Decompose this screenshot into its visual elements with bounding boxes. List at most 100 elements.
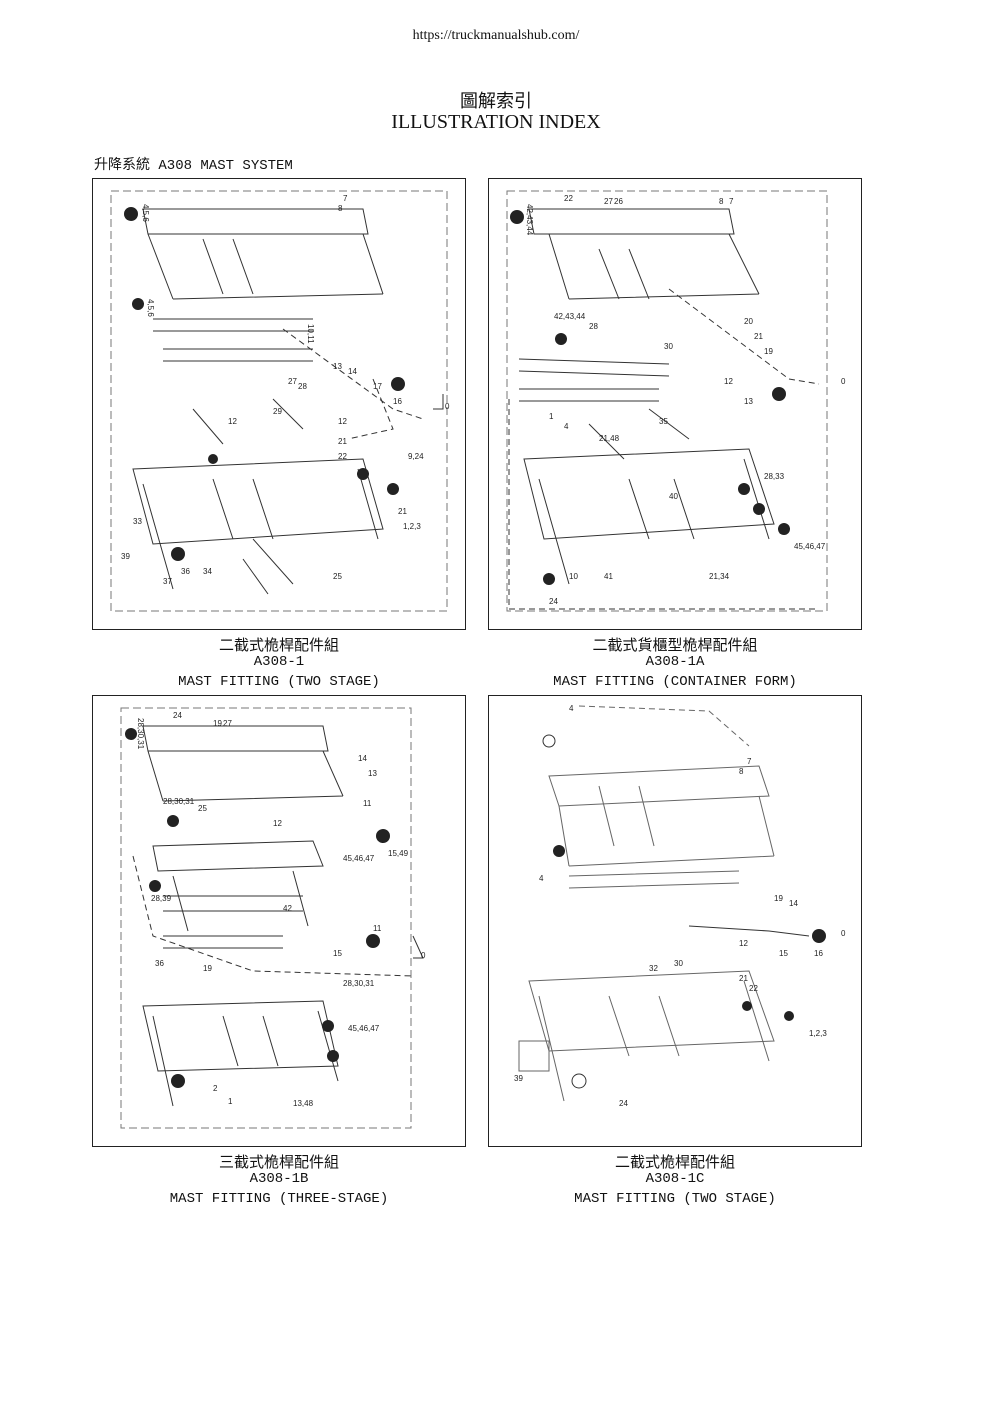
caption-chinese: 二截式桅桿配件組 [218,636,339,654]
svg-text:1,2,3: 1,2,3 [403,522,421,531]
svg-text:9,24: 9,24 [408,452,424,461]
svg-text:14: 14 [789,899,798,908]
caption-chinese: 三截式桅桿配件組 [218,1153,339,1171]
svg-text:26: 26 [614,197,623,206]
svg-text:4: 4 [539,874,544,883]
svg-text:28,39: 28,39 [151,894,172,903]
svg-text:0: 0 [421,951,426,960]
svg-text:22: 22 [564,194,573,203]
caption-chinese: 二截式桅桿配件組 [614,1153,735,1171]
caption-part-code: A308-1B [249,1171,309,1187]
svg-text:7: 7 [343,194,348,203]
svg-text:0: 0 [841,929,846,938]
svg-text:16: 16 [393,397,402,406]
svg-text:33: 33 [133,517,142,526]
svg-text:24: 24 [619,1099,628,1108]
caption-english: MAST FITTING (TWO STAGE) [574,1191,776,1207]
svg-text:12: 12 [724,377,733,386]
svg-text:45,46,47: 45,46,47 [794,542,826,551]
svg-text:45,46,47: 45,46,47 [348,1024,380,1033]
svg-text:19: 19 [764,347,773,356]
figure-caption-a308-1: 二截式桅桿配件組 A308-1 MAST FITTING (TWO STAGE) [92,634,466,694]
svg-text:21: 21 [338,437,347,446]
page-title-english: ILLUSTRATION INDEX [391,111,601,133]
svg-text:36: 36 [181,567,190,576]
svg-text:27: 27 [604,197,613,206]
svg-text:13: 13 [333,362,342,371]
svg-text:32: 32 [649,964,658,973]
svg-text:21: 21 [398,507,407,516]
svg-text:11: 11 [363,799,372,808]
svg-text:22: 22 [338,452,347,461]
svg-text:19: 19 [203,964,212,973]
svg-text:10: 10 [569,572,578,581]
svg-text:21,48: 21,48 [599,434,620,443]
svg-text:13: 13 [368,769,377,778]
svg-text:27: 27 [288,377,297,386]
svg-text:4,5,6: 4,5,6 [141,204,150,222]
svg-text:12: 12 [273,819,282,828]
svg-text:15: 15 [333,949,342,958]
svg-text:28,33: 28,33 [764,472,785,481]
page-title-chinese: 圖解索引 [460,91,532,112]
svg-text:4: 4 [569,704,574,713]
svg-text:8: 8 [338,204,343,213]
svg-text:0: 0 [841,377,846,386]
svg-text:8: 8 [719,197,724,206]
svg-text:19: 19 [213,719,222,728]
svg-text:21,34: 21,34 [709,572,730,581]
svg-text:42,43,44: 42,43,44 [525,204,534,236]
svg-text:28: 28 [589,322,598,331]
svg-text:1: 1 [549,412,554,421]
svg-text:20: 20 [744,317,753,326]
svg-text:4,5,6: 4,5,6 [146,299,155,317]
svg-text:10,11: 10,11 [306,324,315,344]
svg-text:40: 40 [669,492,678,501]
figure-caption-a308-1b: 三截式桅桿配件組 A308-1B MAST FITTING (THREE-STA… [92,1151,466,1211]
svg-text:13: 13 [744,397,753,406]
svg-text:16: 16 [814,949,823,958]
svg-text:22: 22 [749,984,758,993]
section-heading: 升降系統 A308 MAST SYSTEM [94,158,293,174]
svg-text:11: 11 [373,924,382,933]
svg-text:12: 12 [338,417,347,426]
svg-text:17: 17 [373,382,382,391]
caption-english: MAST FITTING (CONTAINER FORM) [553,674,797,690]
svg-text:24: 24 [173,711,182,720]
svg-text:21: 21 [754,332,763,341]
svg-text:41: 41 [604,572,613,581]
svg-text:2: 2 [213,1084,218,1093]
caption-chinese: 二截式貨櫃型桅桿配件組 [592,636,758,654]
svg-text:1: 1 [228,1097,233,1106]
svg-text:12: 12 [228,417,237,426]
svg-text:45,46,47: 45,46,47 [343,854,375,863]
svg-text:42,43,44: 42,43,44 [554,312,586,321]
figure-caption-a308-1a: 二截式貨櫃型桅桿配件組 A308-1A MAST FITTING (CONTAI… [488,634,862,694]
svg-text:7: 7 [729,197,734,206]
svg-text:15: 15 [779,949,788,958]
source-url[interactable]: https://truckmanualshub.com/ [412,28,580,43]
figure-caption-a308-1c: 二截式桅桿配件組 A308-1C MAST FITTING (TWO STAGE… [488,1151,862,1211]
svg-text:39: 39 [514,1074,523,1083]
caption-english: MAST FITTING (THREE-STAGE) [169,1191,389,1207]
svg-text:25: 25 [333,572,342,581]
caption-part-code: A308-1A [645,654,705,670]
svg-text:30: 30 [674,959,683,968]
svg-text:28: 28 [298,382,307,391]
svg-text:24: 24 [549,597,558,606]
svg-text:13,48: 13,48 [293,1099,314,1108]
svg-text:36: 36 [155,959,164,968]
svg-text:28,30,31: 28,30,31 [163,797,195,806]
svg-text:37: 37 [163,577,172,586]
svg-text:0: 0 [445,402,450,411]
svg-text:29: 29 [273,407,282,416]
svg-text:8: 8 [739,767,744,776]
